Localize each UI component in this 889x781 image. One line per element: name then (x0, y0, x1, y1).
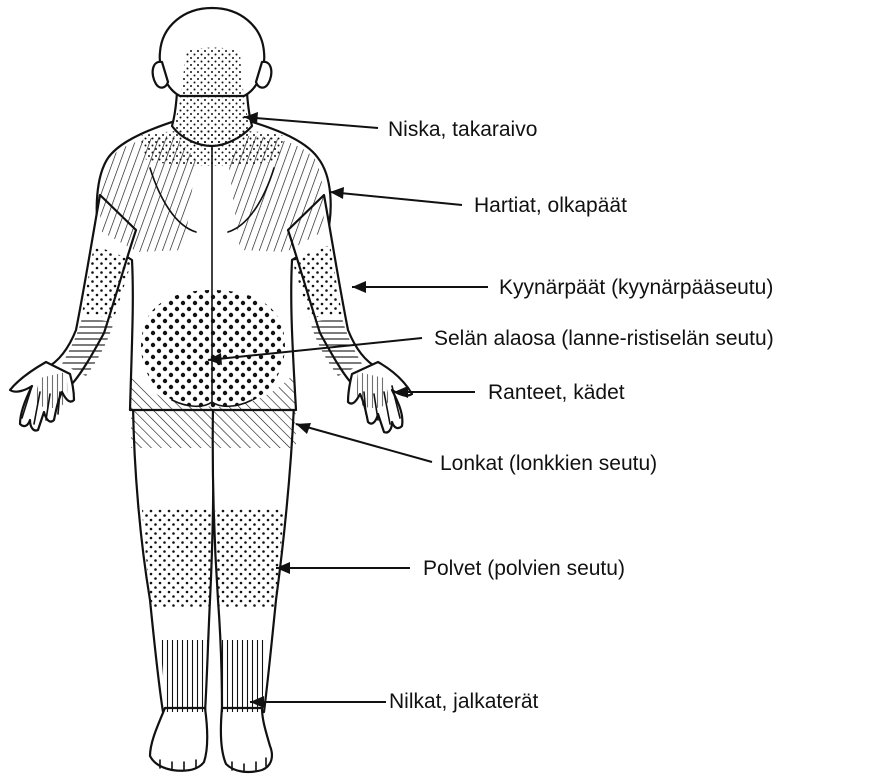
label-ankles-feet: Nilkat, jalkaterät (389, 690, 539, 713)
leader-shoulders (330, 192, 462, 205)
label-wrists-hands: Ranteet, kädet (488, 381, 625, 404)
label-lower-back: Selän alaosa (lanne-ristiselän seutu) (434, 327, 774, 350)
label-shoulders: Hartiat, olkapäät (474, 194, 627, 217)
arrowhead-shoulders (330, 187, 344, 199)
leader-hips (296, 424, 432, 462)
label-elbows: Kyynärpäät (kyynärpääseutu) (499, 276, 773, 299)
region-labels: Niska, takaraivo Hartiat, olkapäät Kyynä… (388, 118, 774, 713)
lower-back-shading (141, 290, 285, 408)
right-foot (221, 708, 272, 772)
arrowhead-elbows (352, 281, 366, 293)
arrowhead-hips (296, 423, 311, 434)
left-knee-shading (142, 508, 211, 608)
right-knee-shading (215, 508, 284, 608)
left-ankle-shading (160, 640, 208, 712)
left-foot (150, 708, 207, 771)
neck-region-shading (174, 48, 250, 145)
label-neck: Niska, takaraivo (388, 118, 537, 141)
label-knees: Polvet (polvien seutu) (423, 557, 625, 580)
body-figure (10, 8, 412, 772)
label-hips: Lonkat (lonkkien seutu) (440, 452, 657, 475)
